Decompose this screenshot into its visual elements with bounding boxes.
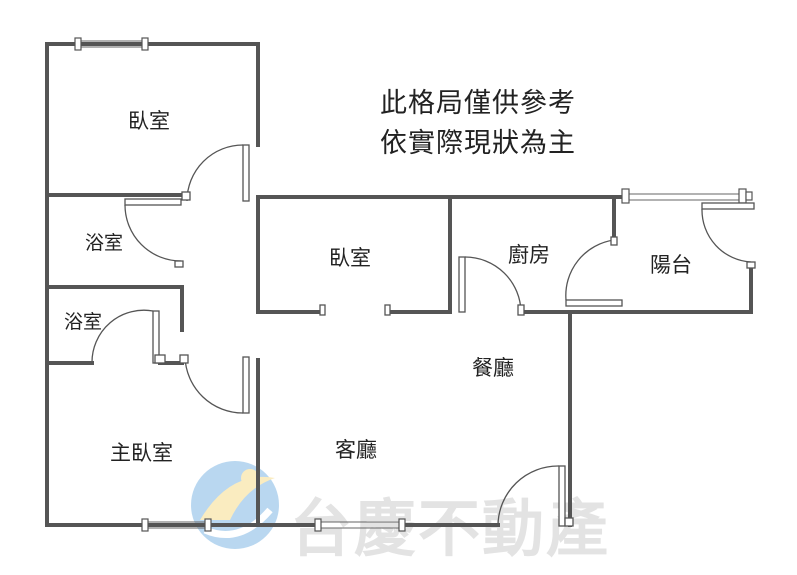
room-label-master-bedroom: 主臥室 [110, 441, 173, 465]
walls [45, 42, 753, 527]
door-bedroom-middle [319, 304, 391, 316]
door-kitchen [458, 256, 525, 316]
doors [91, 144, 756, 527]
room-label-bedroom-top: 臥室 [128, 109, 170, 133]
door-balcony-inner [565, 236, 623, 307]
door-master [179, 354, 250, 414]
outer-wall-left-top [45, 42, 260, 527]
window-balcony-top [621, 188, 753, 204]
window-bedroom-top [74, 37, 149, 51]
room-label-dining: 餐廳 [472, 356, 514, 380]
room-label-bath-lower: 浴室 [64, 311, 102, 333]
room-label-balcony: 陽台 [650, 253, 692, 277]
window-master-bottom [141, 518, 212, 532]
door-bedroom-top [181, 144, 250, 202]
room-label-bath-upper: 浴室 [85, 232, 123, 254]
window-living-bottom [314, 518, 406, 532]
watermark: 台慶不動產 [191, 461, 608, 565]
disclaimer-line-2: 依實際現狀為主 [380, 128, 576, 159]
wall-kitchen-balcony-bottom [523, 266, 753, 314]
disclaimer-line-1: 此格局僅供參考 [380, 88, 576, 119]
windows [74, 37, 753, 532]
room-label-kitchen: 廚房 [508, 243, 550, 267]
door-bath-upper [124, 198, 184, 268]
room-label-bedroom-middle: 臥室 [329, 246, 371, 270]
room-label-living: 客廳 [335, 438, 377, 462]
door-entrance [497, 465, 574, 527]
door-bath-lower [91, 309, 166, 364]
door-balcony-outer [701, 202, 756, 269]
watermark-logo-icon [191, 461, 279, 549]
